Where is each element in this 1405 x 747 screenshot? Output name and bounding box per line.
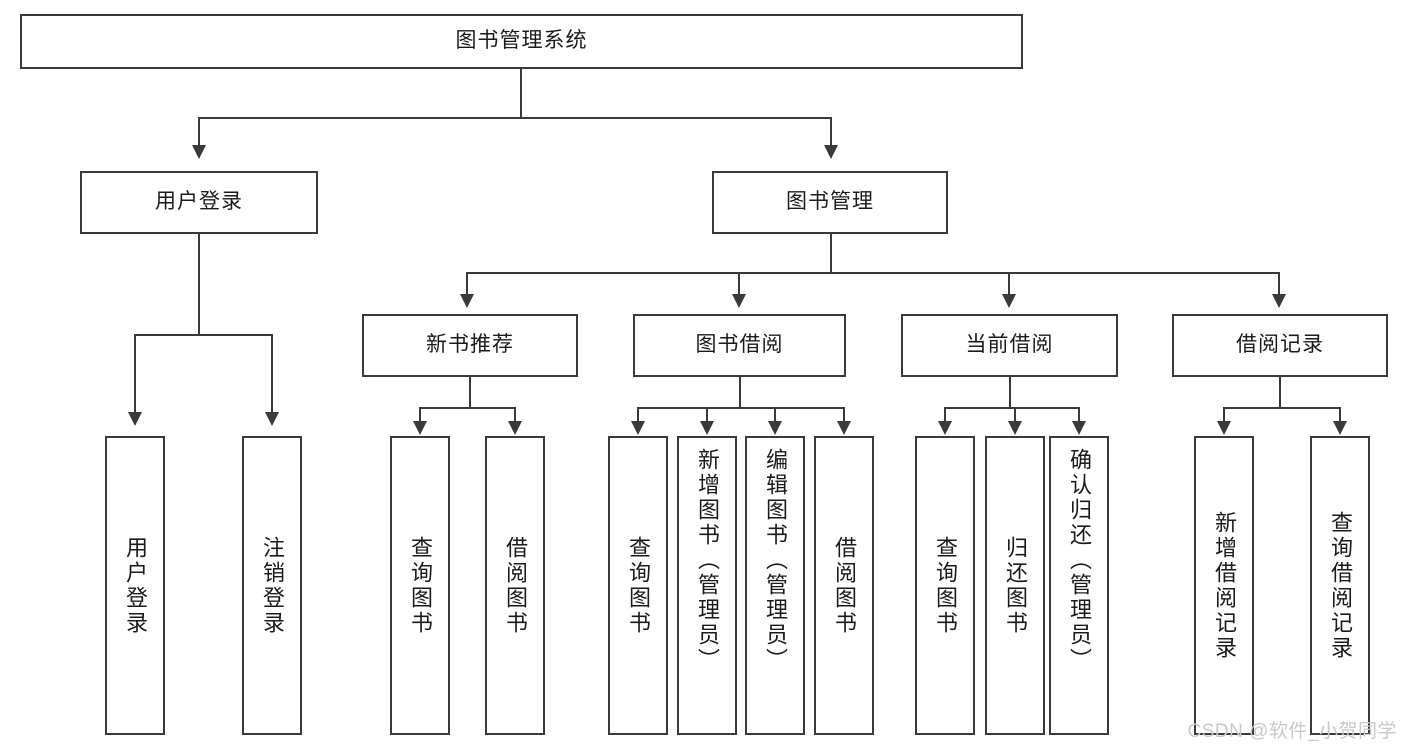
node-label: 借阅记录 [1236,333,1324,357]
node-label: 注销登录 [260,535,285,636]
node-book-management[interactable]: 图书管理 [712,171,948,234]
node-label: 当前借阅 [965,333,1054,357]
leaf-bookborrow-borrow-book[interactable]: 借阅图书 [814,436,874,735]
arrowhead-bookmgmt-newbook [460,294,474,308]
node-borrow-record[interactable]: 借阅记录 [1172,314,1388,377]
node-label: 用户登录 [155,190,243,214]
connector-bookmgmt-to-record [1278,272,1280,296]
leaf-bookborrow-query-book[interactable]: 查询图书 [608,436,668,735]
connector-root-to-bookmgmt [830,117,832,147]
arrowhead-to-userlogin [192,145,206,159]
node-label: 新书推荐 [426,333,514,357]
arrowhead-currentborrow-leaf1 [938,421,952,435]
arrowhead-bookborrow-leaf4 [837,421,851,435]
node-label: 用户登录 [123,535,148,636]
arrowhead-userlogin-leaf2 [265,412,279,426]
leaf-bookborrow-add-book[interactable]: 新增图书（管理员） [677,436,737,735]
connector-borrowrecord-to-leaf2 [1339,407,1341,423]
connector-newbook-stem [469,377,471,409]
leaf-currentborrow-confirm-return[interactable]: 确认归还（管理员） [1049,436,1109,735]
connector-root-to-userlogin [198,117,200,147]
node-label: 借阅图书 [503,535,528,636]
arrowhead-userlogin-leaf1 [128,412,142,426]
arrowhead-newbook-leaf2 [508,421,522,435]
connector-currentborrow-to-leaf1 [944,407,946,423]
node-book-borrow[interactable]: 图书借阅 [633,314,846,377]
connector-bookborrow-to-leaf4 [843,407,845,423]
connector-bookmgmt-stem [830,234,832,274]
node-label: 借阅图书 [832,535,857,636]
connector-borrowrecord-to-leaf1 [1223,407,1225,423]
node-label: 查询图书 [408,535,433,636]
leaf-user-logout[interactable]: 注销登录 [242,436,302,735]
leaf-borrowrecord-query-record[interactable]: 查询借阅记录 [1310,436,1370,735]
arrowhead-bookmgmt-current [1002,294,1016,308]
node-new-book-recommend[interactable]: 新书推荐 [362,314,578,377]
node-user-login[interactable]: 用户登录 [80,171,318,234]
node-label: 确认归还（管理员） [1067,448,1092,673]
arrowhead-bookmgmt-record [1272,294,1286,308]
leaf-bookborrow-edit-book[interactable]: 编辑图书（管理员） [745,436,805,735]
leaf-currentborrow-query-book[interactable]: 查询图书 [915,436,975,735]
connector-bookmgmt-to-newbook [466,272,468,296]
connector-userlogin-stem [198,234,200,335]
connector-bookborrow-stem [739,377,741,409]
arrowhead-borrowrecord-leaf1 [1217,421,1231,435]
arrowhead-bookborrow-leaf3 [768,421,782,435]
node-label: 查询图书 [626,535,651,636]
node-label: 新增图书（管理员） [695,448,720,673]
node-label: 图书借阅 [695,333,784,357]
node-root-system[interactable]: 图书管理系统 [20,14,1023,69]
connector-currentborrow-bus [944,407,1080,409]
connector-currentborrow-to-leaf2 [1014,407,1016,423]
connector-bookmgmt-to-current [1008,272,1010,296]
leaf-newbook-borrow-book[interactable]: 借阅图书 [485,436,545,735]
connector-root-bus [198,117,832,119]
watermark-text: CSDN @软件_小贺同学 [1187,721,1397,742]
connector-newbook-to-leaf2 [514,407,516,423]
node-label: 新增借阅记录 [1212,510,1237,661]
leaf-newbook-query-book[interactable]: 查询图书 [390,436,450,735]
connector-borrowrecord-stem [1279,377,1281,409]
node-label: 归还图书 [1003,535,1028,636]
leaf-user-login[interactable]: 用户登录 [105,436,165,735]
node-label: 图书管理 [786,190,874,214]
arrowhead-currentborrow-leaf3 [1072,421,1086,435]
node-label: 图书管理系统 [455,29,588,53]
connector-userlogin-bus [134,334,272,336]
connector-bookmgmt-bus [466,272,1278,274]
connector-currentborrow-stem [1009,377,1011,409]
leaf-currentborrow-return-book[interactable]: 归还图书 [985,436,1045,735]
arrowhead-newbook-leaf1 [413,421,427,435]
connector-newbook-to-leaf1 [419,407,421,423]
arrowhead-currentborrow-leaf2 [1008,421,1022,435]
connector-bookborrow-to-leaf1 [637,407,639,423]
connector-userlogin-to-leaf1 [134,334,136,414]
connector-bookborrow-to-leaf3 [774,407,776,423]
connector-bookborrow-to-leaf2 [706,407,708,423]
connector-bookmgmt-to-borrow [738,272,740,296]
node-label: 编辑图书（管理员） [763,448,788,673]
leaf-borrowrecord-add-record[interactable]: 新增借阅记录 [1194,436,1254,735]
arrowhead-bookborrow-leaf2 [700,421,714,435]
node-label: 查询借阅记录 [1328,510,1353,661]
node-current-borrow[interactable]: 当前借阅 [901,314,1118,377]
arrowhead-borrowrecord-leaf2 [1333,421,1347,435]
node-label: 查询图书 [933,535,958,636]
connector-newbook-bus [419,407,516,409]
connector-bookborrow-bus [637,407,845,409]
arrowhead-bookborrow-leaf1 [631,421,645,435]
connector-root-stem [520,69,522,118]
connector-userlogin-to-leaf2 [271,334,273,414]
connector-currentborrow-to-leaf3 [1078,407,1080,423]
connector-borrowrecord-bus [1223,407,1341,409]
arrowhead-bookmgmt-borrow [732,294,746,308]
arrowhead-to-bookmgmt [824,145,838,159]
